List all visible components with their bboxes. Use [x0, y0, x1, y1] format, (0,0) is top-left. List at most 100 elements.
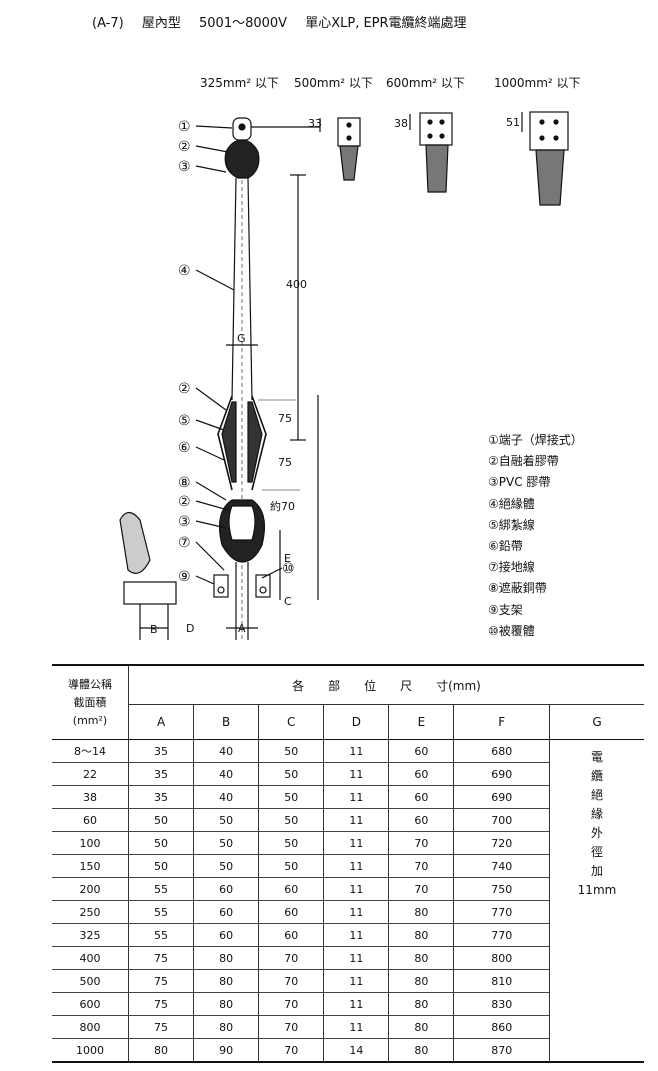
legend-item: ⑦接地線 — [488, 560, 535, 575]
cell-dim-b: 60 — [193, 923, 259, 947]
callout-7: ⑦ — [178, 535, 191, 551]
col-header-b: B — [193, 704, 259, 740]
cell-dim-f: 740 — [453, 854, 550, 878]
lug-600-hole — [439, 119, 445, 125]
leader-10 — [261, 567, 283, 579]
cell-dim-e: 60 — [388, 808, 454, 832]
legend-item: ⑥鉛帶 — [488, 539, 523, 554]
cell-dim-d: 11 — [323, 969, 389, 993]
legend-item: ②自融着膠帶 — [488, 454, 559, 469]
cell-dim-e: 60 — [388, 785, 454, 809]
cell-dim-a: 75 — [127, 992, 194, 1016]
cell-dim-a: 35 — [127, 762, 194, 786]
termination-drawing: 33 38 51 400 75 75 約70 G E C A B D ① ② ③… — [119, 111, 569, 640]
cell-dim-e: 80 — [388, 946, 454, 970]
dim-75a-label: 75 — [278, 412, 292, 425]
cell-dim-c: 70 — [258, 992, 324, 1016]
cell-dim-c: 60 — [258, 923, 324, 947]
cell-dim-e: 80 — [388, 969, 454, 993]
cell-dim-b: 40 — [193, 762, 259, 786]
g-note-value: 11mm — [577, 883, 617, 897]
leader-2b — [195, 387, 227, 411]
col-header-f: F — [453, 704, 550, 740]
page-title: (A-7) 屋內型 5001～8000V 單心XLP, EPR電纜終端處理 — [92, 12, 481, 31]
cell-dim-e: 80 — [388, 1015, 454, 1039]
cell-dim-e: 60 — [388, 739, 454, 763]
cell-dim-b: 60 — [193, 900, 259, 924]
cell-dim-c: 50 — [258, 808, 324, 832]
cell-dim-d: 11 — [323, 1015, 389, 1039]
cell-dim-a: 50 — [127, 854, 194, 878]
side-bracket — [123, 581, 177, 605]
dim-400-label: 400 — [286, 278, 307, 291]
cell-dim-a: 75 — [127, 946, 194, 970]
leader-2 — [195, 145, 229, 153]
lug-500-plate — [337, 117, 361, 147]
leader-3 — [195, 165, 227, 173]
cell-dim-d: 11 — [323, 831, 389, 855]
callout-2b: ② — [178, 381, 191, 397]
cell-dim-d: 11 — [323, 923, 389, 947]
lug-1000-plate — [529, 111, 569, 151]
leader-6 — [195, 446, 225, 461]
cell-dim-e: 70 — [388, 831, 454, 855]
cell-dim-b: 80 — [193, 969, 259, 993]
parts-legend: ①端子（焊接式） ②自融着膠帶 ③PVC 膠帶 ④絕緣體 ⑤綁紮線 ⑥鉛帶 ⑦接… — [488, 430, 583, 642]
table-header-row-2: A B C D E F G — [52, 704, 644, 740]
lug-500-hole — [346, 135, 352, 141]
cell-dim-b: 50 — [193, 854, 259, 878]
col-header-g: G — [549, 704, 644, 740]
cell-area: 22 — [52, 762, 129, 786]
dimension-table: 導體公稱 截面積 (mm²) 各 部 位 尺 寸(mm) A B C D E F… — [52, 664, 644, 1063]
cell-dim-d: 11 — [323, 900, 389, 924]
col-header-a: A — [127, 704, 194, 740]
cell-dim-a: 55 — [127, 900, 194, 924]
dim-d-label: D — [186, 622, 194, 635]
cell-area: 400 — [52, 946, 129, 970]
cell-dim-c: 50 — [258, 785, 324, 809]
legend-item: ⑩被覆體 — [488, 623, 535, 638]
top-tape-bulb — [224, 139, 260, 179]
leader-5 — [195, 419, 225, 431]
col-header-d: D — [323, 704, 389, 740]
cell-area: 38 — [52, 785, 129, 809]
cell-dim-b: 90 — [193, 1038, 259, 1063]
cell-area: 250 — [52, 900, 129, 924]
cell-dim-b: 40 — [193, 785, 259, 809]
cell-dim-a: 80 — [127, 1038, 194, 1063]
cell-area: 800 — [52, 1015, 129, 1039]
lug-600-cable — [425, 144, 449, 193]
cell-dim-f: 680 — [453, 739, 550, 763]
bracket-bolt-right — [259, 586, 267, 594]
cell-dim-a: 50 — [127, 808, 194, 832]
callout-2: ② — [178, 139, 191, 155]
cell-dim-c: 50 — [258, 739, 324, 763]
cell-dim-f: 750 — [453, 877, 550, 901]
col-header-c: C — [258, 704, 324, 740]
header-line: (mm²) — [72, 713, 108, 727]
callout-8: ⑧ — [178, 475, 191, 491]
cell-dim-f: 690 — [453, 785, 550, 809]
cell-dim-d: 11 — [323, 785, 389, 809]
cell-dim-c: 50 — [258, 831, 324, 855]
cell-dim-f: 800 — [453, 946, 550, 970]
callout-5: ⑤ — [178, 413, 191, 429]
cell-dim-d: 11 — [323, 992, 389, 1016]
leader-1 — [195, 125, 233, 129]
cell-dim-c: 60 — [258, 900, 324, 924]
lug-dim-51: 51 — [506, 116, 520, 129]
stress-cone-fill — [221, 401, 263, 483]
callout-3: ③ — [178, 159, 191, 175]
lug-500-hole — [346, 122, 352, 128]
lug-label-500: 500mm² 以下 — [294, 76, 373, 90]
cell-dim-c: 70 — [258, 946, 324, 970]
